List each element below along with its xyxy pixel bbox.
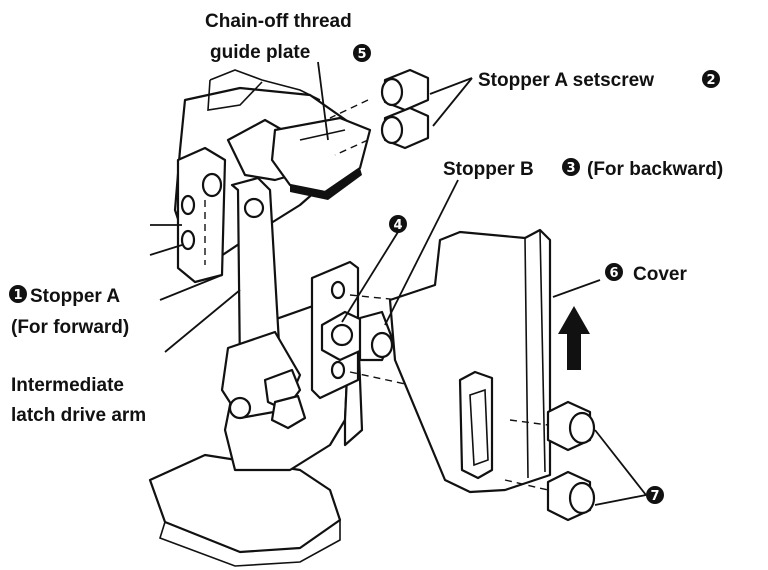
marker-5: 5 xyxy=(353,44,371,62)
marker-1: 1 xyxy=(9,285,27,303)
stopper-a-setscrews xyxy=(329,68,430,156)
stopper-a-block xyxy=(176,146,227,284)
label-stopper-a-setscrew: Stopper A setscrew xyxy=(478,70,654,91)
label-cover: Cover xyxy=(633,264,687,285)
label-stopper-a-note: (For forward) xyxy=(11,317,129,338)
chain-off-thread-guide-plate xyxy=(270,116,372,200)
marker-3-number: 3 xyxy=(566,161,575,176)
marker-5-number: 5 xyxy=(357,47,366,62)
marker-6-number: 6 xyxy=(609,266,618,281)
label-stopper-b: Stopper B xyxy=(443,159,534,180)
cover xyxy=(388,228,552,494)
marker-6: 6 xyxy=(605,263,623,281)
marker-1-number: 1 xyxy=(13,288,22,303)
label-intermediate-line1: Intermediate xyxy=(11,375,124,396)
leader-lines xyxy=(149,61,647,506)
label-stopper-b-note: (For backward) xyxy=(587,159,723,180)
label-chain-off-line1: Chain-off thread xyxy=(205,11,352,32)
cover-screws xyxy=(504,400,596,522)
marker-2: 2 xyxy=(702,70,720,88)
marker-7: 7 xyxy=(646,486,664,504)
label-intermediate-line2: latch drive arm xyxy=(11,405,146,426)
intermediate-latch-drive-arm xyxy=(220,176,307,430)
center-plate xyxy=(310,260,411,400)
marker-4: 4 xyxy=(389,215,407,233)
up-arrow-icon xyxy=(558,306,590,370)
label-chain-off-line2: guide plate xyxy=(210,42,310,63)
label-stopper-a: Stopper A xyxy=(30,286,120,307)
marker-3: 3 xyxy=(562,158,580,176)
marker-2-number: 2 xyxy=(706,73,715,88)
marker-4-number: 4 xyxy=(393,218,402,233)
marker-7-number: 7 xyxy=(650,489,659,504)
